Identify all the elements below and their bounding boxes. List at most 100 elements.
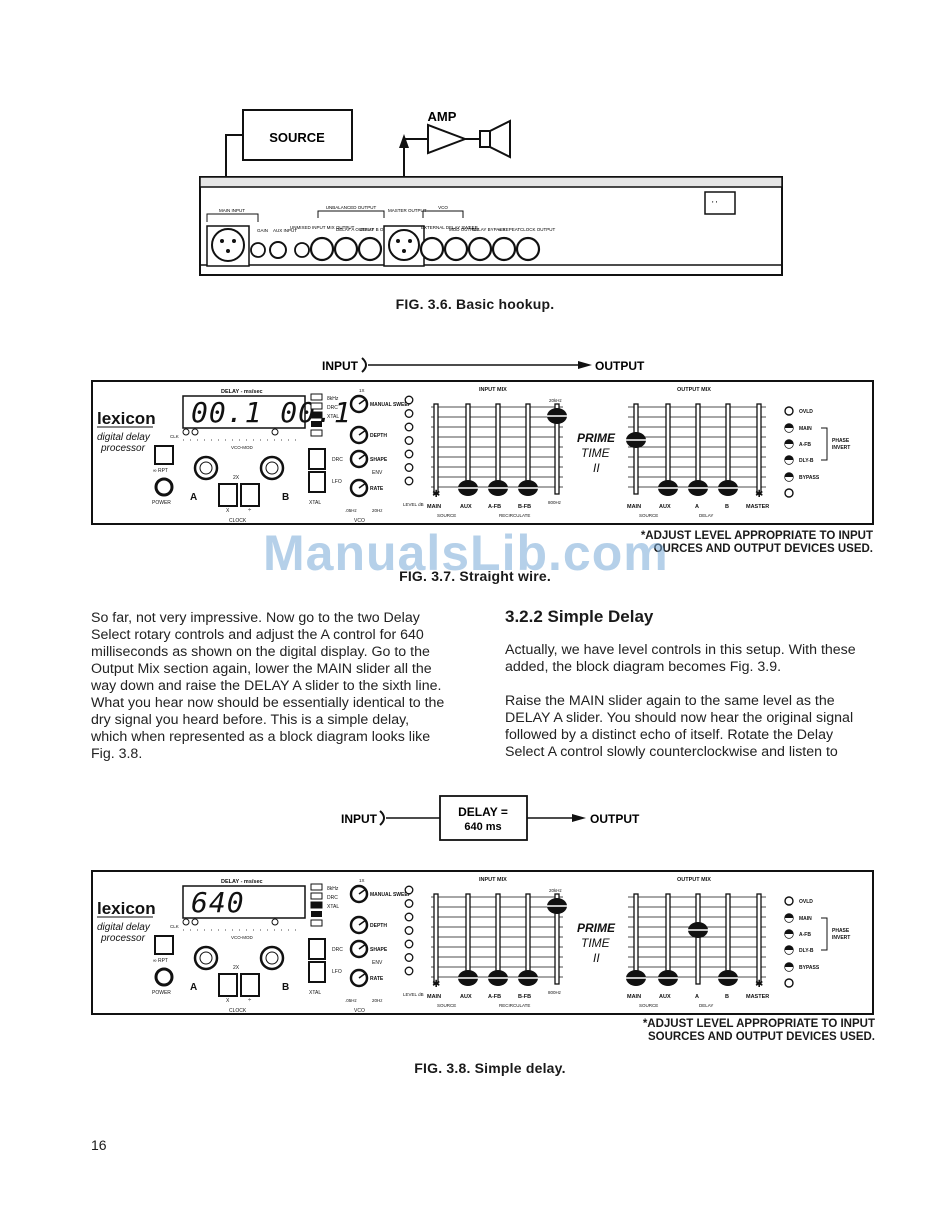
gain-trim[interactable] <box>250 242 266 258</box>
clock-x-button[interactable] <box>218 973 238 997</box>
svg-text:VCO: VCO <box>438 205 448 210</box>
right-paragraph-2: Raise the MAIN slider again to the same … <box>505 693 854 760</box>
svg-text:B-FB: B-FB <box>518 504 531 510</box>
svg-text:INVERT: INVERT <box>832 935 850 941</box>
svg-text:DRC: DRC <box>327 405 338 411</box>
svg-text:X: X <box>226 998 230 1004</box>
svg-text:LEVEL dB: LEVEL dB <box>403 502 424 507</box>
svg-text:INVERT: INVERT <box>832 445 850 451</box>
svg-text:.05Hz: .05Hz <box>345 998 358 1003</box>
svg-text:SHAPE: SHAPE <box>370 457 388 463</box>
svg-text:PHASE: PHASE <box>832 928 850 934</box>
svg-text:INPUT MIX OUTPUT: INPUT MIX OUTPUT <box>312 225 355 230</box>
svg-text:OUTPUT MIX: OUTPUT MIX <box>677 877 711 883</box>
amp-triangle-icon <box>427 123 468 155</box>
repeat-button[interactable] <box>154 935 174 955</box>
svg-text:A: A <box>190 982 197 993</box>
svg-text:X: X <box>226 508 230 514</box>
svg-text:II: II <box>593 461 600 475</box>
svg-text:SOURCE: SOURCE <box>639 513 658 518</box>
svg-text:DELAY: DELAY <box>699 513 713 518</box>
svg-text:AUX: AUX <box>659 994 671 1000</box>
svg-text:MAIN: MAIN <box>799 426 812 432</box>
section-heading: 3.2.2 Simple Delay <box>505 607 654 626</box>
svg-text:A: A <box>695 504 699 510</box>
svg-text:CLK: CLK <box>170 924 179 929</box>
svg-text:800Hz: 800Hz <box>548 500 562 505</box>
svg-text:DELAY BYPASS: DELAY BYPASS <box>472 227 505 232</box>
input-mix-output-jack[interactable] <box>309 236 335 262</box>
svg-text:GAIN: GAIN <box>257 228 268 233</box>
svg-text:LFO: LFO <box>332 969 342 975</box>
svg-text:20Hz: 20Hz <box>372 508 383 513</box>
svg-text:II: II <box>593 951 600 965</box>
svg-text:1X: 1X <box>359 878 365 883</box>
svg-text:ENV: ENV <box>372 960 383 966</box>
svg-text:÷: ÷ <box>248 998 252 1004</box>
clock-div-button[interactable] <box>240 973 260 997</box>
svg-text:DELAY A OUTPUT: DELAY A OUTPUT <box>336 227 374 232</box>
svg-text:PRIME: PRIME <box>577 431 616 445</box>
left-paragraph: So far, not very impressive. Now go to t… <box>91 610 445 762</box>
master-output-xlr-jack[interactable] <box>388 229 420 261</box>
svg-text:EXTERNAL DELAY SWEEP: EXTERNAL DELAY SWEEP <box>421 225 478 230</box>
svg-text:.05Hz: .05Hz <box>345 508 358 513</box>
svg-text:OUTPUT: OUTPUT <box>590 812 640 826</box>
svg-text:INPUT MIX: INPUT MIX <box>479 387 507 393</box>
svg-text:DEPTH: DEPTH <box>370 433 387 439</box>
fig-3-7-caption: FIG. 3.7. Straight wire. <box>399 568 551 584</box>
delay-a-output-jack[interactable] <box>333 236 359 262</box>
svg-text:∞ RPT: ∞ RPT <box>153 958 168 964</box>
svg-text:AUX: AUX <box>460 504 472 510</box>
aux-input-jack[interactable] <box>269 241 287 259</box>
repeat-button[interactable] <box>154 445 174 465</box>
svg-text:CLOCK: CLOCK <box>229 518 247 524</box>
arrow-right-icon <box>572 814 586 822</box>
svg-text:✱: ✱ <box>755 979 763 990</box>
source-label: SOURCE <box>269 130 325 145</box>
svg-text:TIME: TIME <box>581 936 611 950</box>
svg-text:OUTPUT: OUTPUT <box>595 359 645 373</box>
fig-3-6-caption: FIG. 3.6. Basic hookup. <box>395 296 555 312</box>
svg-text:OVLD: OVLD <box>799 409 813 415</box>
svg-text:XTAL: XTAL <box>309 990 321 996</box>
svg-text:RECIRCULATE: RECIRCULATE <box>499 513 530 518</box>
clock-x-button[interactable] <box>218 483 238 507</box>
svg-text:VCO: VCO <box>354 1008 365 1014</box>
svg-text:AUX INPUT: AUX INPUT <box>273 228 297 233</box>
svg-text:B: B <box>282 982 289 993</box>
clock-div-button[interactable] <box>240 483 260 507</box>
svg-text:INPUT MIX: INPUT MIX <box>479 877 507 883</box>
svg-text:MAIN: MAIN <box>627 504 641 510</box>
power-button[interactable] <box>154 477 174 497</box>
svg-text:DELAY: DELAY <box>699 1003 713 1008</box>
svg-text:SOURCE: SOURCE <box>639 1003 658 1008</box>
fig-3-7-signal-flow: INPUT OUTPUT <box>322 357 645 373</box>
svg-text:2X: 2X <box>233 965 240 971</box>
svg-text:MAIN INPUT: MAIN INPUT <box>219 208 245 213</box>
main-input-xlr-jack[interactable] <box>211 228 245 262</box>
svg-text:DRC: DRC <box>327 895 338 901</box>
svg-text:BYPASS: BYPASS <box>799 475 820 481</box>
svg-text:INPUT: INPUT <box>341 812 378 826</box>
svg-text:8kHz: 8kHz <box>327 396 339 402</box>
svg-text:1X: 1X <box>359 388 365 393</box>
delay-b-output-jack[interactable] <box>357 236 383 262</box>
svg-text:MAIN: MAIN <box>799 916 812 922</box>
svg-text:UNBALANCED OUTPUT: UNBALANCED OUTPUT <box>326 205 377 210</box>
svg-text:MAIN: MAIN <box>427 504 441 510</box>
fig-3-6-basic-hookup-diagram: SOURCE AMP ' ' MAIN INPUT UNBALANCED OUT… <box>199 109 783 276</box>
power-button[interactable] <box>154 967 174 987</box>
svg-text:8kHz: 8kHz <box>327 886 339 892</box>
svg-text:POWER: POWER <box>152 500 171 506</box>
svg-text:DELAY =: DELAY = <box>458 805 508 819</box>
right-paragraph-1: Actually, we have level controls in this… <box>505 642 856 675</box>
svg-text:' ': ' ' <box>712 200 718 209</box>
svg-text:LFO: LFO <box>332 479 342 485</box>
svg-text:OVLD: OVLD <box>799 899 813 905</box>
svg-text:A-FB: A-FB <box>799 442 811 448</box>
amp-label: AMP <box>428 109 457 124</box>
